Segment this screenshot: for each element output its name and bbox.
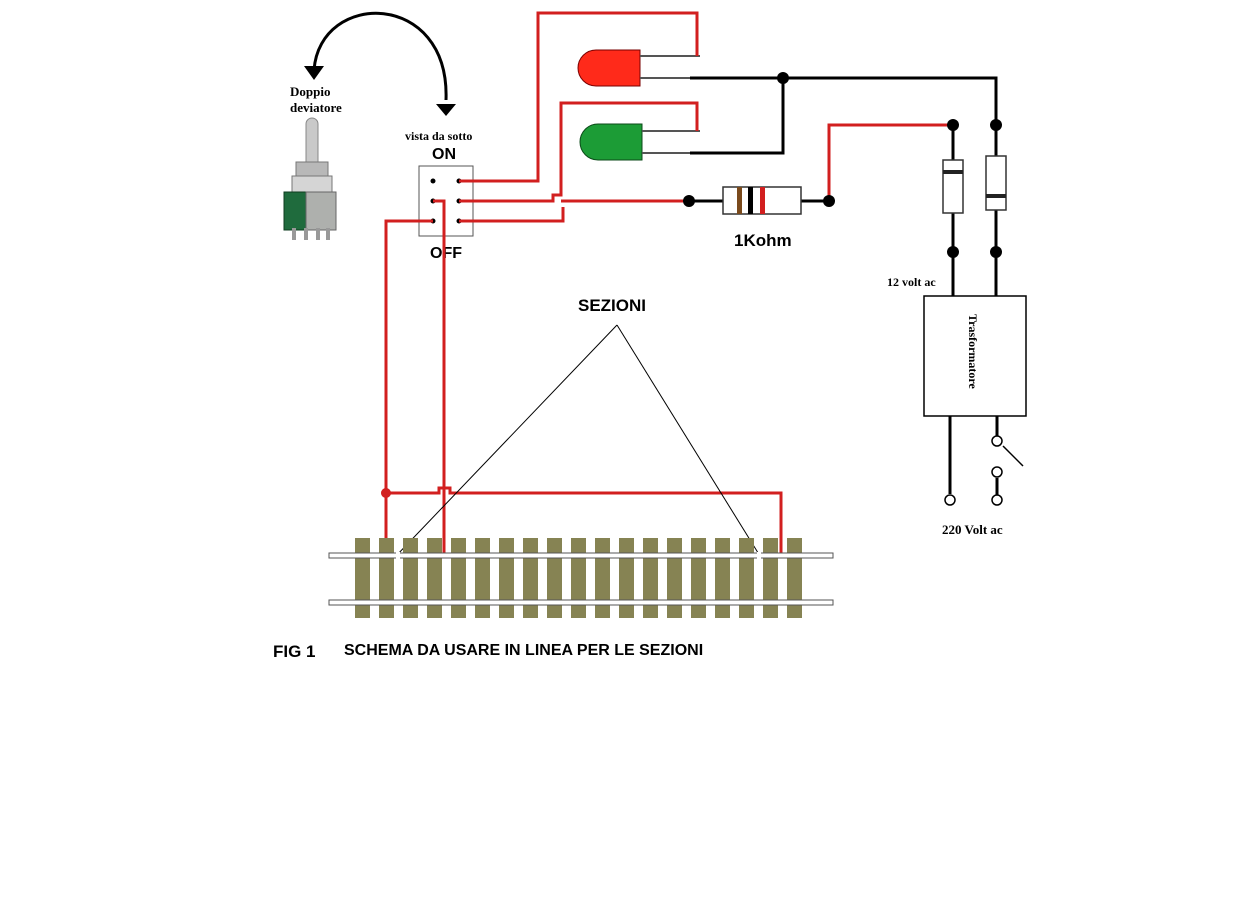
wire-nodes bbox=[683, 72, 1002, 258]
resistor-1kohm bbox=[722, 186, 802, 215]
black-wires bbox=[689, 76, 1024, 495]
track-tie bbox=[523, 538, 538, 618]
fuse-left bbox=[942, 159, 964, 214]
figure-caption: SCHEMA DA USARE IN LINEA PER LE SEZIONI bbox=[344, 642, 703, 659]
low-voltage-label: 12 volt ac bbox=[887, 275, 936, 289]
track-tie bbox=[427, 538, 442, 618]
green-led bbox=[579, 123, 700, 161]
track-tie bbox=[571, 538, 586, 618]
red-wires bbox=[384, 11, 953, 556]
mains-terminals bbox=[944, 435, 1003, 506]
switch-view-note: vista da sotto bbox=[405, 129, 472, 143]
figure-number: FIG 1 bbox=[273, 642, 316, 661]
sections-label: SEZIONI bbox=[578, 296, 646, 315]
track-tie bbox=[379, 538, 394, 618]
switch-name-line2: deviatore bbox=[290, 100, 342, 115]
curved-arrow-icon bbox=[304, 11, 456, 116]
track-tie bbox=[643, 538, 658, 618]
track-rails bbox=[328, 552, 834, 606]
section-pointer-lines bbox=[395, 324, 761, 557]
switch-name-line1: Doppio bbox=[290, 84, 330, 99]
track-tie bbox=[787, 538, 802, 618]
track-tie bbox=[691, 538, 706, 618]
track-tie bbox=[667, 538, 682, 618]
track-tie bbox=[475, 538, 490, 618]
track-tie bbox=[763, 538, 778, 618]
resistor-label: 1Kohm bbox=[734, 231, 792, 250]
track-tie bbox=[403, 538, 418, 618]
track-ties bbox=[355, 538, 802, 618]
track-tie bbox=[355, 538, 370, 618]
track-tie bbox=[619, 538, 634, 618]
transformer-box bbox=[923, 295, 1027, 417]
track-tie bbox=[715, 538, 730, 618]
toggle-switch-photo bbox=[283, 117, 337, 240]
switch-on-label: ON bbox=[432, 146, 456, 163]
section-gaps bbox=[396, 552, 761, 559]
fuse-right bbox=[985, 155, 1007, 211]
track-tie bbox=[595, 538, 610, 618]
track-tie bbox=[499, 538, 514, 618]
track-tie bbox=[739, 538, 754, 618]
track-tie bbox=[451, 538, 466, 618]
track-tie bbox=[547, 538, 562, 618]
transformer-label: Trasformatore bbox=[966, 314, 980, 390]
red-led bbox=[577, 49, 700, 87]
mains-label: 220 Volt ac bbox=[942, 522, 1003, 537]
switch-off-label: OFF bbox=[430, 245, 462, 262]
junction-dot bbox=[381, 488, 391, 498]
